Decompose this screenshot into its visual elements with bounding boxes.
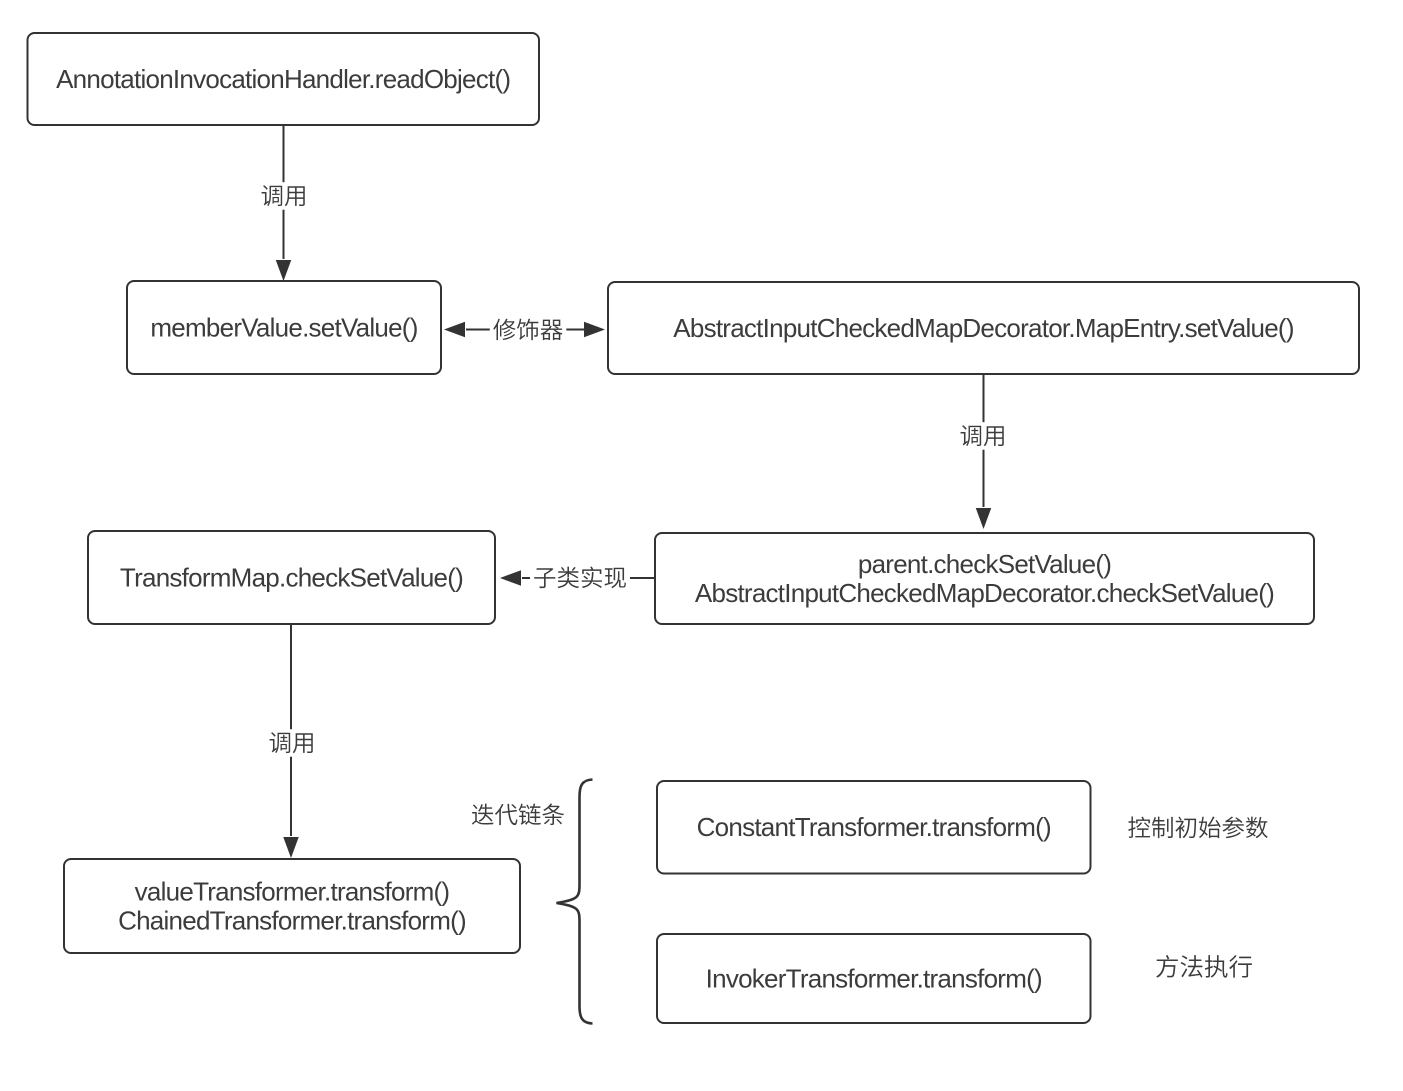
svg-text:AbstractInputCheckedMapDecorat: AbstractInputCheckedMapDecorator.MapEntr… (673, 313, 1294, 343)
svg-text:ChainedTransformer.transform(): ChainedTransformer.transform() (118, 906, 466, 936)
svg-text:valueTransformer.transform(): valueTransformer.transform() (135, 877, 450, 907)
svg-text:parent.checkSetValue(): parent.checkSetValue() (858, 549, 1111, 579)
svg-text:InvokerTransformer.transform(): InvokerTransformer.transform() (706, 964, 1042, 994)
svg-text:AnnotationInvocationHandler.re: AnnotationInvocationHandler.readObject() (56, 64, 510, 94)
svg-text:TransformMap.checkSetValue(): TransformMap.checkSetValue() (120, 563, 463, 593)
svg-text:ConstantTransformer.transform(: ConstantTransformer.transform() (697, 812, 1051, 842)
svg-text:memberValue.setValue(): memberValue.setValue() (150, 313, 417, 343)
svg-text:AbstractInputCheckedMapDecorat: AbstractInputCheckedMapDecorator.checkSe… (695, 578, 1274, 608)
